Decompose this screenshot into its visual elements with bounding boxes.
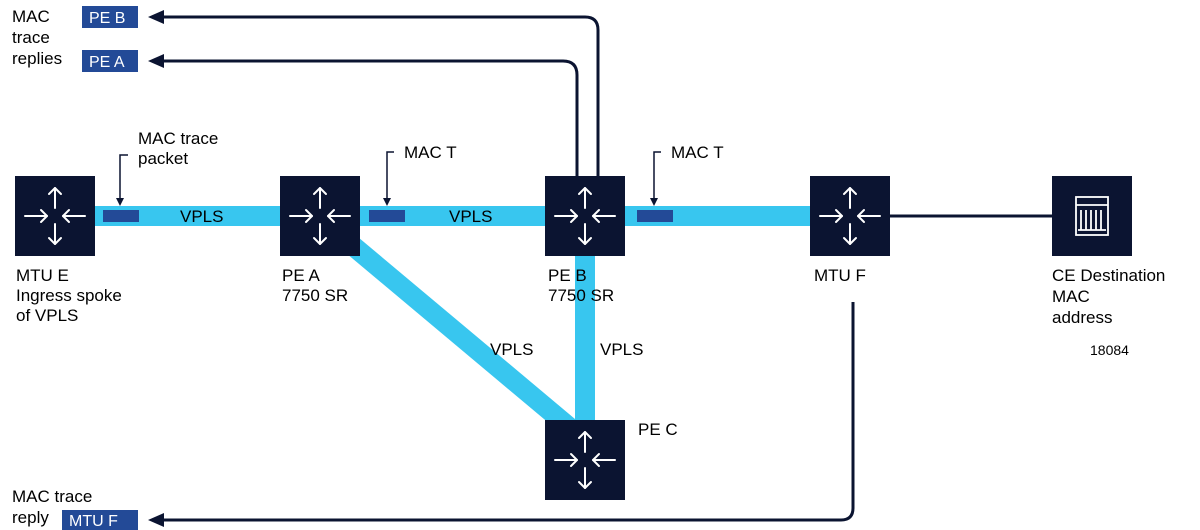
- packet-2-arrowhead: [383, 198, 391, 206]
- packet-1-label: MAC trace packet: [138, 129, 223, 168]
- reply-tag-pe-a: PE A: [82, 50, 138, 72]
- node-label-ce: CE Destination MAC address: [1052, 266, 1170, 327]
- packet-3-arrowhead: [650, 198, 658, 206]
- reply-label-bottom: MAC trace reply: [12, 487, 97, 527]
- reply-path-pe-a: [162, 59, 579, 178]
- vpls-label-a-b: VPLS: [449, 207, 492, 226]
- packet-3-label: MAC T: [671, 143, 724, 162]
- link-pe-a-pe-c: [333, 227, 582, 440]
- reply-tag-mtu-f: MTU F: [62, 510, 138, 530]
- reply-arrowhead-pe-b: [148, 10, 164, 24]
- packet-marker-2: [369, 210, 405, 222]
- node-label-mtu-f: MTU F: [814, 266, 866, 285]
- reply-tag-mtu-f-text: MTU F: [69, 513, 118, 530]
- packets: MAC trace packet MAC T MAC T: [103, 129, 724, 222]
- node-label-pe-a: PE A 7750 SR: [282, 266, 348, 305]
- reply-path-pe-b: [162, 15, 600, 178]
- reply-arrowhead-mtu-f: [148, 513, 164, 527]
- reply-tag-pe-b-text: PE B: [89, 10, 125, 27]
- packet-1-callout: [119, 154, 128, 200]
- vpls-label-b-c: VPLS: [600, 340, 643, 359]
- server-icon: [1052, 176, 1132, 256]
- reply-tag-pe-b: PE B: [82, 6, 138, 28]
- figure-id: 18084: [1090, 342, 1129, 358]
- router-icon: [809, 175, 891, 257]
- node-label-mtu-e: MTU E Ingress spoke of VPLS: [16, 266, 127, 325]
- router-icon: [544, 175, 626, 257]
- packet-3-callout: [653, 151, 661, 200]
- links: [55, 206, 1055, 440]
- vpls-label-a-c: VPLS: [490, 340, 533, 359]
- packet-marker-1: [103, 210, 139, 222]
- reply-arrowhead-pe-a: [148, 54, 164, 68]
- replies-header: MAC trace replies: [12, 7, 62, 68]
- packet-2-callout: [386, 151, 394, 200]
- packet-marker-3: [637, 210, 673, 222]
- packet-2-label: MAC T: [404, 143, 457, 162]
- reply-arrows: [162, 15, 855, 522]
- vpls-label-e-a: VPLS: [180, 207, 223, 226]
- node-label-pe-b: PE B 7750 SR: [548, 266, 614, 305]
- node-label-pe-c: PE C: [638, 420, 678, 439]
- packet-1-arrowhead: [116, 198, 124, 206]
- reply-tag-pe-a-text: PE A: [89, 54, 125, 71]
- router-icon: [279, 175, 361, 257]
- router-icon: [544, 419, 626, 501]
- reply-path-mtu-f: [162, 302, 855, 522]
- router-icon: [14, 175, 96, 257]
